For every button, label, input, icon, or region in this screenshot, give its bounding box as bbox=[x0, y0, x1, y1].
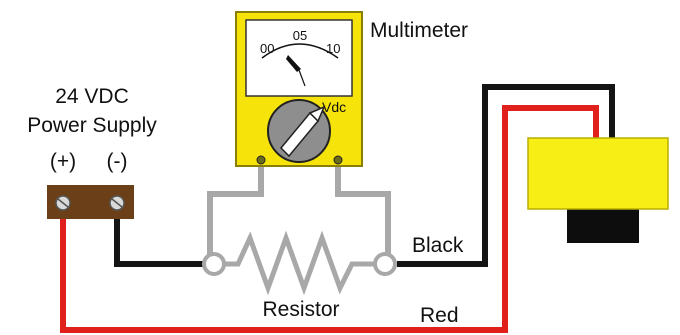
screw-terminal-negative bbox=[109, 195, 125, 211]
meter-scale-mid: 05 bbox=[293, 28, 307, 43]
meter-display bbox=[245, 19, 353, 97]
meter-scale-arc bbox=[261, 43, 339, 59]
meter-lead-right bbox=[335, 162, 391, 264]
power-supply-label-line2: Power Supply bbox=[27, 114, 157, 137]
black-wire-load bbox=[397, 84, 615, 267]
black-wire-label: Black bbox=[412, 234, 464, 257]
power-supply-label-line1: 24 VDC bbox=[55, 85, 129, 108]
resistor-terminal-right bbox=[373, 252, 397, 276]
meter-lead-left bbox=[207, 162, 264, 264]
red-wire-label: Red bbox=[420, 304, 459, 327]
meter-jack-com bbox=[256, 155, 266, 165]
meter-unit-label: Vdc bbox=[322, 99, 346, 115]
meter-needle-tail bbox=[298, 69, 306, 87]
terminal-positive-label: (+) bbox=[50, 150, 76, 173]
meter-scale-max: 10 bbox=[326, 41, 340, 56]
meter-needle bbox=[286, 55, 301, 72]
multimeter-label: Multimeter bbox=[370, 19, 468, 42]
terminal-negative-label: (-) bbox=[107, 150, 128, 173]
meter-jack-v bbox=[333, 155, 343, 165]
resistor-zigzag bbox=[220, 230, 378, 296]
red-wire bbox=[60, 105, 599, 333]
resistor-terminal-left bbox=[202, 252, 226, 276]
selector-pointer bbox=[279, 105, 326, 158]
black-wire-supply bbox=[114, 215, 210, 267]
resistor-label: Resistor bbox=[262, 298, 339, 321]
load-body bbox=[527, 137, 669, 210]
meter-scale-min: 00 bbox=[260, 41, 274, 56]
screw-terminal-positive bbox=[55, 195, 71, 211]
